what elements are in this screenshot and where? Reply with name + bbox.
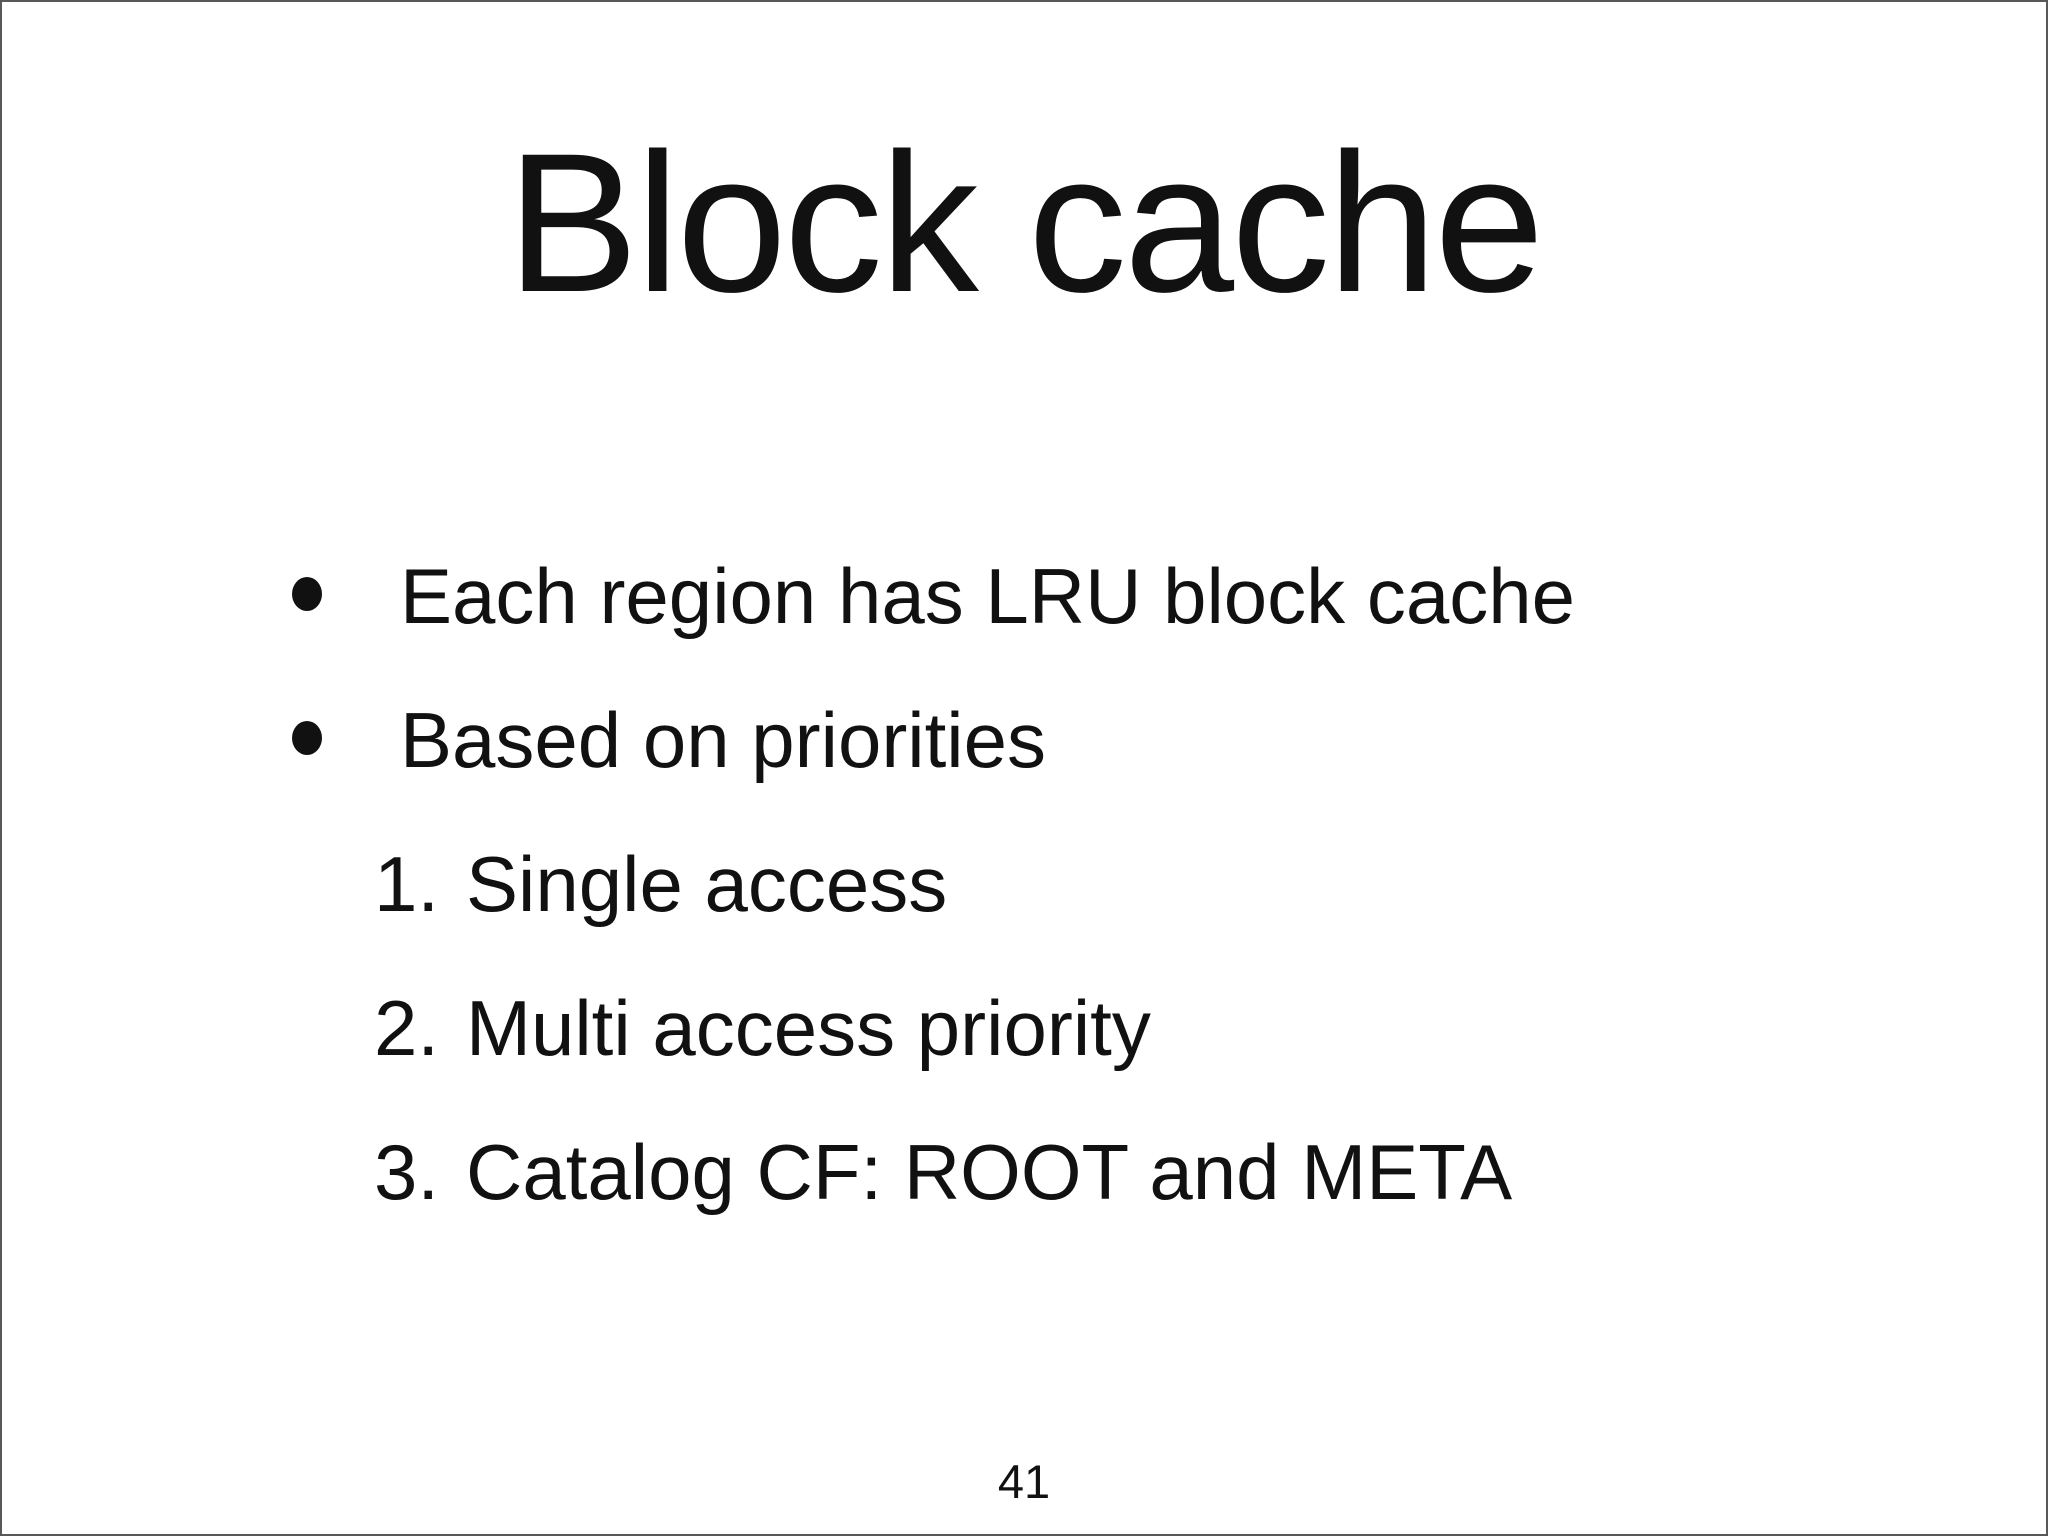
numbered-item: 2. Multi access priority (292, 982, 1946, 1126)
numbered-item-label: Single access (466, 840, 948, 928)
page-number: 41 (997, 1455, 1051, 1508)
slide-title: Block cache (506, 112, 1545, 333)
numbered-item-marker: 1. (374, 840, 440, 928)
bullet-icon (292, 721, 322, 755)
numbered-item-marker: 2. (374, 984, 440, 1072)
bullet-item: Each region has LRU block cache (292, 550, 1946, 694)
numbered-item: 3. Catalog CF: ROOT and META (292, 1126, 1946, 1270)
numbered-item-marker: 3. (374, 1128, 440, 1216)
bullet-icon (292, 577, 322, 611)
numbered-item: 1. Single access (292, 838, 1946, 982)
numbered-item-label: Catalog CF: ROOT and META (466, 1128, 1513, 1216)
bullet-item-label: Based on priorities (400, 696, 1047, 784)
numbered-item-label: Multi access priority (466, 984, 1151, 1072)
slide-body: Each region has LRU block cache Based on… (292, 550, 1946, 1270)
bullet-item: Based on priorities (292, 694, 1946, 838)
bullet-item-label: Each region has LRU block cache (400, 552, 1575, 640)
